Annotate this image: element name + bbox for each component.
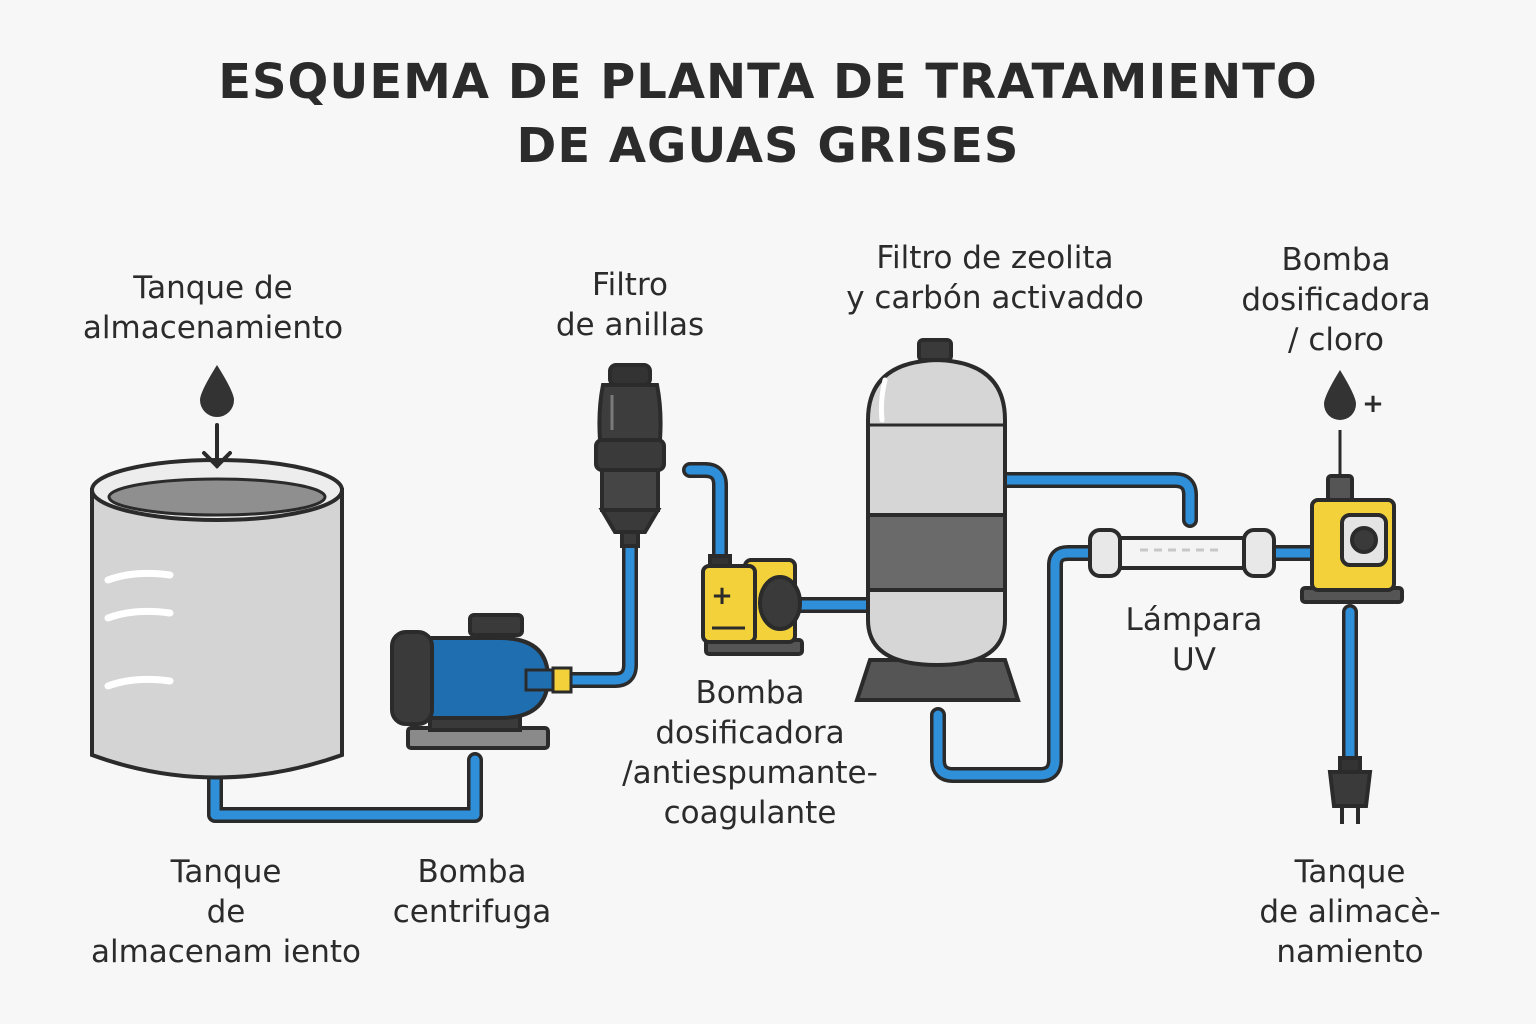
pipes xyxy=(207,462,1358,823)
dosing-pump-chlorine xyxy=(1300,430,1404,604)
dosing-pump-antifoam xyxy=(701,554,804,656)
svg-text:+: + xyxy=(1362,389,1384,419)
uv-lamp xyxy=(1088,528,1276,578)
plus-icon: + xyxy=(1362,389,1384,419)
storage-tank xyxy=(90,458,344,780)
power-plug-icon xyxy=(1327,756,1373,824)
plus-icon: + xyxy=(711,581,733,611)
ring-filter xyxy=(594,363,666,548)
water-drop-icon xyxy=(200,365,234,417)
chlorine-drop-icon xyxy=(1324,370,1356,420)
zeolite-carbon-filter xyxy=(854,338,1021,702)
centrifugal-pump xyxy=(390,613,573,750)
page-subtitle: DE AGUAS GRISES xyxy=(516,118,1020,174)
page-title: ESQUEMA DE PLANTA DE TRATAMIENTO xyxy=(218,54,1318,110)
arrow-down-icon xyxy=(202,423,232,469)
svg-text:+: + xyxy=(711,581,733,611)
